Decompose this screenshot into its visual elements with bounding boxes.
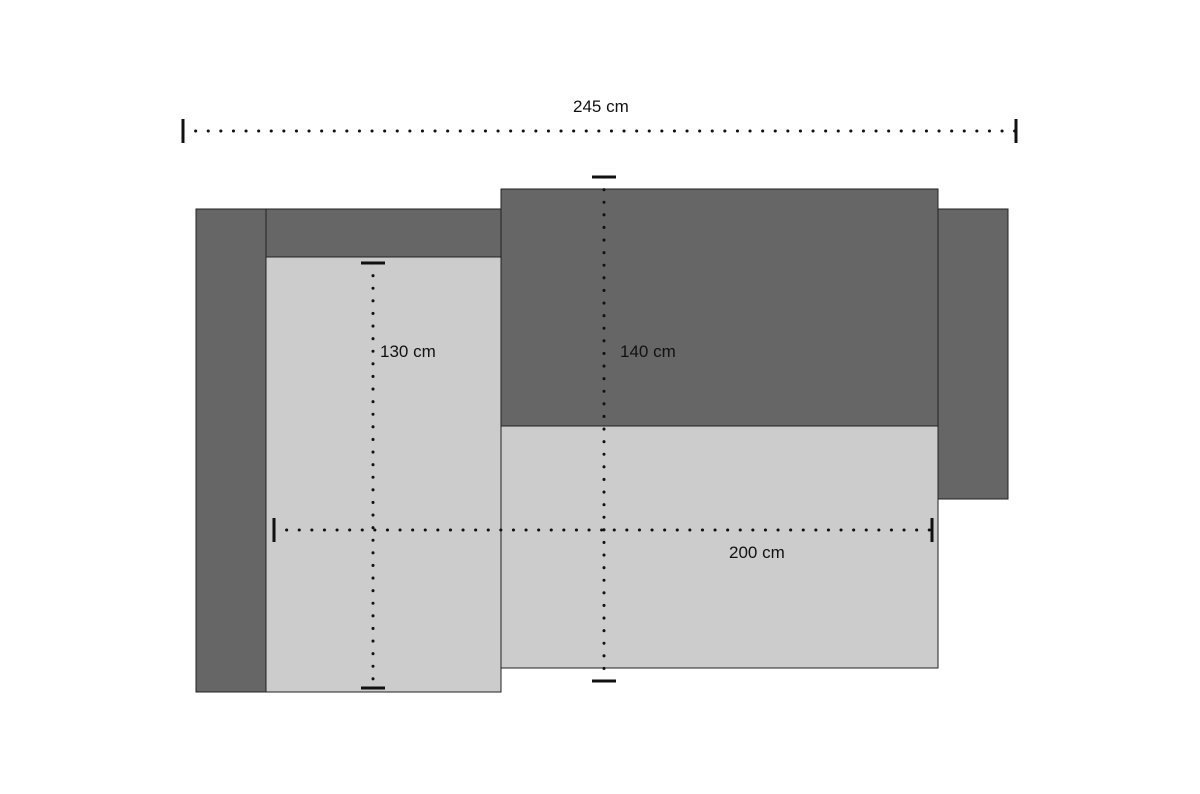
chaise-length-label: 130 cm: [380, 342, 436, 361]
left-armrest: [195, 208, 267, 693]
bed-mattress: [500, 425, 939, 669]
dimension-chaise-length: [361, 261, 385, 690]
bed-length-label: 140 cm: [620, 342, 676, 361]
total-width-label: 245 cm: [573, 97, 629, 116]
bed-width-label: 200 cm: [729, 543, 785, 562]
dimension-bed-length: [592, 175, 616, 683]
sofa-shapes: [195, 188, 1009, 693]
chaise-mattress: [265, 256, 502, 693]
dimension-bed-width: [272, 518, 934, 542]
chaise-backrest: [265, 208, 502, 258]
bed-backrest: [500, 188, 939, 427]
dimension-total-width: [181, 119, 1018, 143]
right-armrest: [937, 208, 1009, 500]
